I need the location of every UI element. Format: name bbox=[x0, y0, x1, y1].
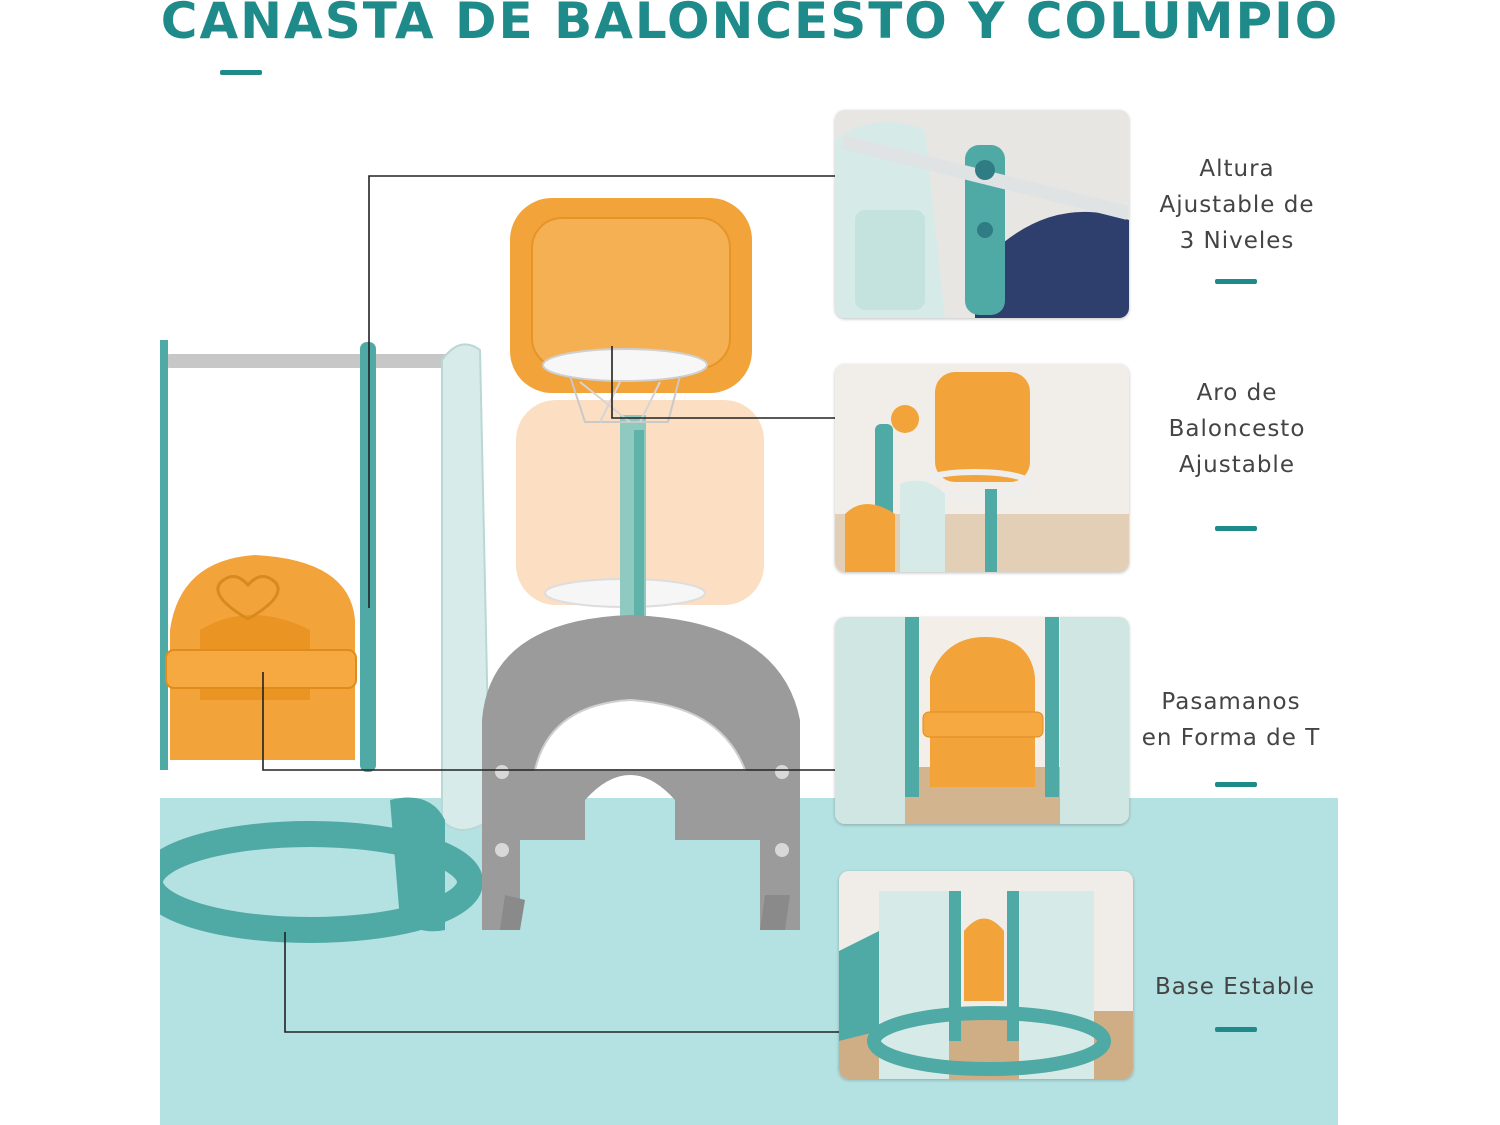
caption-height: Altura Ajustable de 3 Niveles bbox=[1117, 151, 1357, 259]
caption-line: Ajustable de bbox=[1159, 192, 1315, 218]
caption-line: 3 Niveles bbox=[1179, 228, 1295, 254]
product-illustration bbox=[160, 198, 800, 943]
detail-photo-base bbox=[839, 871, 1133, 1079]
caption-line: Ajustable bbox=[1179, 452, 1295, 478]
caption-line: Baloncesto bbox=[1168, 416, 1306, 442]
caption-dash bbox=[1215, 279, 1257, 284]
caption-dash bbox=[1215, 1027, 1257, 1032]
caption-line: Pasamanos bbox=[1161, 689, 1301, 715]
hoop-rim bbox=[542, 348, 708, 382]
t-handle bbox=[165, 649, 357, 689]
caption-dash bbox=[1215, 782, 1257, 787]
swing-base bbox=[160, 821, 483, 943]
detail-photo-t-handle bbox=[835, 617, 1129, 824]
caption-line: Base Estable bbox=[1154, 974, 1316, 1000]
caption-hoop: Aro de Baloncesto Ajustable bbox=[1117, 375, 1357, 483]
swing-bar bbox=[164, 354, 464, 368]
detail-photo-hoop bbox=[835, 364, 1129, 572]
swing-post-left bbox=[160, 340, 168, 770]
title-underline bbox=[220, 70, 262, 75]
detail-photo-height bbox=[835, 110, 1129, 318]
caption-line: en Forma de T bbox=[1141, 725, 1321, 751]
swing-post-right bbox=[360, 342, 376, 772]
goal-arch bbox=[482, 615, 800, 930]
heart-emblem bbox=[216, 575, 280, 621]
caption-base: Base Estable bbox=[1115, 969, 1355, 1005]
caption-line: Altura bbox=[1199, 156, 1275, 182]
caption-line: Aro de bbox=[1196, 380, 1278, 406]
page-title: CANASTA DE BALONCESTO Y COLUMPIO bbox=[160, 0, 1340, 50]
caption-dash bbox=[1215, 526, 1257, 531]
caption-t-handle: Pasamanos en Forma de T bbox=[1111, 684, 1351, 756]
